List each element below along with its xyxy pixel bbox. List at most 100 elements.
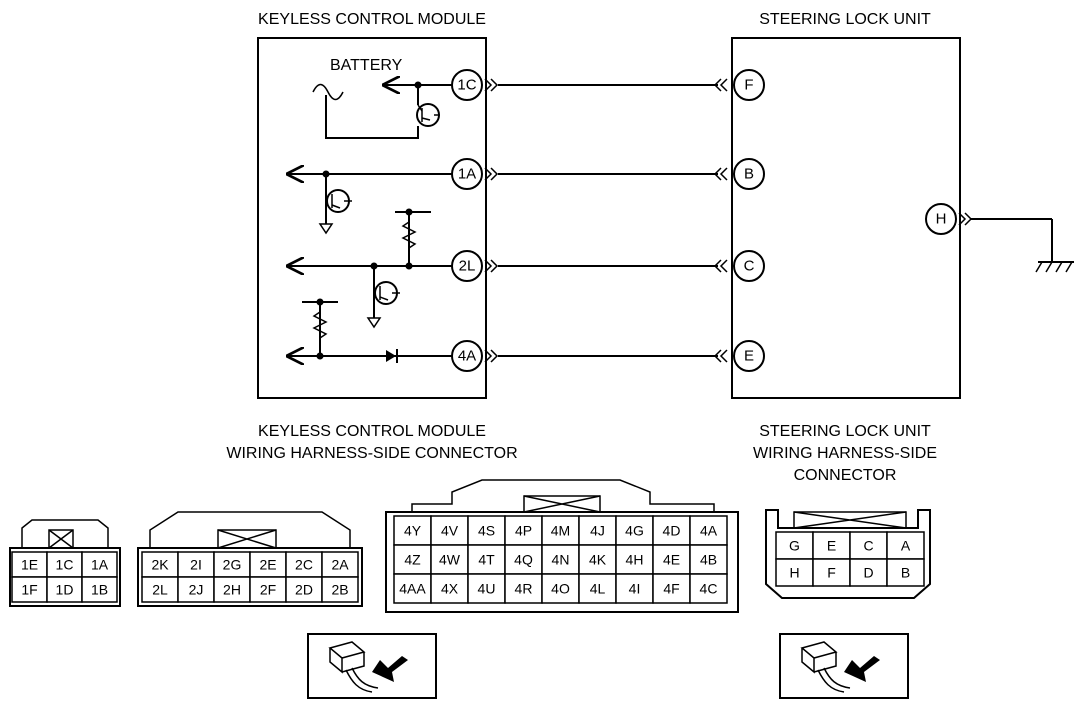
unit-pin-h: H [925,203,957,235]
connector-cell [689,573,728,604]
connector-pin-label: 4A [700,523,718,539]
transistor-1c [416,103,440,127]
connector-cell [467,544,506,575]
connector-pin-label: 4M [551,523,570,539]
connector-pin-label: 2F [260,582,276,598]
connector-pin-label: 2G [223,557,242,573]
connector-pin-label: 4L [590,581,606,597]
transistor-1a [326,189,352,213]
connector-pin-label: 4S [478,523,495,539]
connector-cell [541,573,580,604]
unit-title: STEERING LOCK UNIT [759,11,931,28]
svg-text:E: E [744,348,754,365]
connector-cell [430,573,469,604]
unit-connector-title-2: WIRING HARNESS-SIDE [753,445,937,462]
connector-pin-label: 1B [91,582,108,598]
module-pin-1a: 1A [451,158,483,190]
connector-pin-label: 1F [21,582,37,598]
keyless-control-module-box [257,37,487,399]
connector-pin-label: 2H [223,582,241,598]
connector-pin-label: 2D [295,582,313,598]
svg-text:4A: 4A [458,348,476,365]
connector-pin-label: 1D [56,582,74,598]
svg-text:C: C [744,258,755,275]
connector-pin-label: 2J [189,582,204,598]
connector-pin-label: 4O [551,581,570,597]
connector-pin-label: 2E [259,557,276,573]
unit-pin-e: E [733,340,765,372]
unit-pin-c: C [733,250,765,282]
connector-pin-label: 4I [629,581,641,597]
connector-pin-label: 4X [441,581,459,597]
connector-cell [285,576,323,603]
unit-connector-title-3: CONNECTOR [794,467,897,484]
connector-cell [775,558,814,587]
transistor-2l [374,281,400,305]
connector-cell [249,551,287,578]
svg-text:1C: 1C [457,77,476,94]
connector-pin-label: 4P [515,523,532,539]
module-title: KEYLESS CONTROL MODULE [258,11,486,28]
connector-cell [430,544,469,575]
connector-pin-label: 2L [152,582,168,598]
connector-pin-label: 4B [700,552,717,568]
ground-symbol [971,218,1074,273]
connector-pin-label: 2C [295,557,313,573]
connector-pin-label: 4G [625,523,644,539]
connector-cell [249,576,287,603]
connector-pin-label: 1E [21,557,38,573]
connector-view-icon-unit [779,633,909,699]
connector-pin-label: 4N [552,552,570,568]
internal-circuit-1c [325,82,452,139]
connector-cell [81,576,118,603]
connector-pin-label: B [901,565,910,581]
unit-connector-title-1: STEERING LOCK UNIT [759,423,931,440]
diode-4a [386,349,398,363]
connector-cell [11,551,48,578]
module-pin-4a: 4A [451,340,483,372]
unit-pin-b: B [733,158,765,190]
connector-pin-label: A [901,538,911,554]
connector-pin-label: 4H [626,552,644,568]
battery-label: BATTERY [330,57,403,74]
connector-chevrons [484,78,973,363]
connector-cell [393,573,432,604]
connector-pin-label: 4F [663,581,679,597]
connector-cell [11,576,48,603]
connector-cell [886,531,925,560]
connector-cell [615,515,654,546]
connector-pin-label: 4C [700,581,718,597]
connector-pin-label: 4V [441,523,459,539]
connector-pin-label: 4E [663,552,680,568]
svg-text:H: H [936,211,947,228]
connector-pin-label: F [827,565,836,581]
connector-pin-label: 1C [56,557,74,573]
connector-pin-label: 4Y [404,523,422,539]
battery-ac-symbol [312,83,344,101]
connector-cell [81,551,118,578]
connector-cell [689,515,728,546]
svg-text:F: F [744,77,753,94]
svg-text:B: B [744,166,754,183]
connector-pin-label: 4Q [514,552,533,568]
connector-cell [541,515,580,546]
module-connector-title-1: KEYLESS CONTROL MODULE [258,423,486,440]
module-connector-title-2: WIRING HARNESS-SIDE CONNECTOR [226,445,517,462]
connector-pin-label: C [863,538,873,554]
connector-pin-label: 4R [515,581,533,597]
connector-cell [812,558,851,587]
connector-cell [46,576,83,603]
connector-pin-label: 2A [331,557,349,573]
connector-pin-label: 4Z [404,552,421,568]
connector-cell [652,573,691,604]
svg-text:1A: 1A [458,166,476,183]
connector-cell [886,558,925,587]
connector-pin-label: E [827,538,836,554]
connector-pin-label: 1A [91,557,109,573]
svg-text:2L: 2L [459,258,476,275]
module-pin-1c: 1C [451,69,483,101]
internal-circuit-2l [288,208,452,329]
